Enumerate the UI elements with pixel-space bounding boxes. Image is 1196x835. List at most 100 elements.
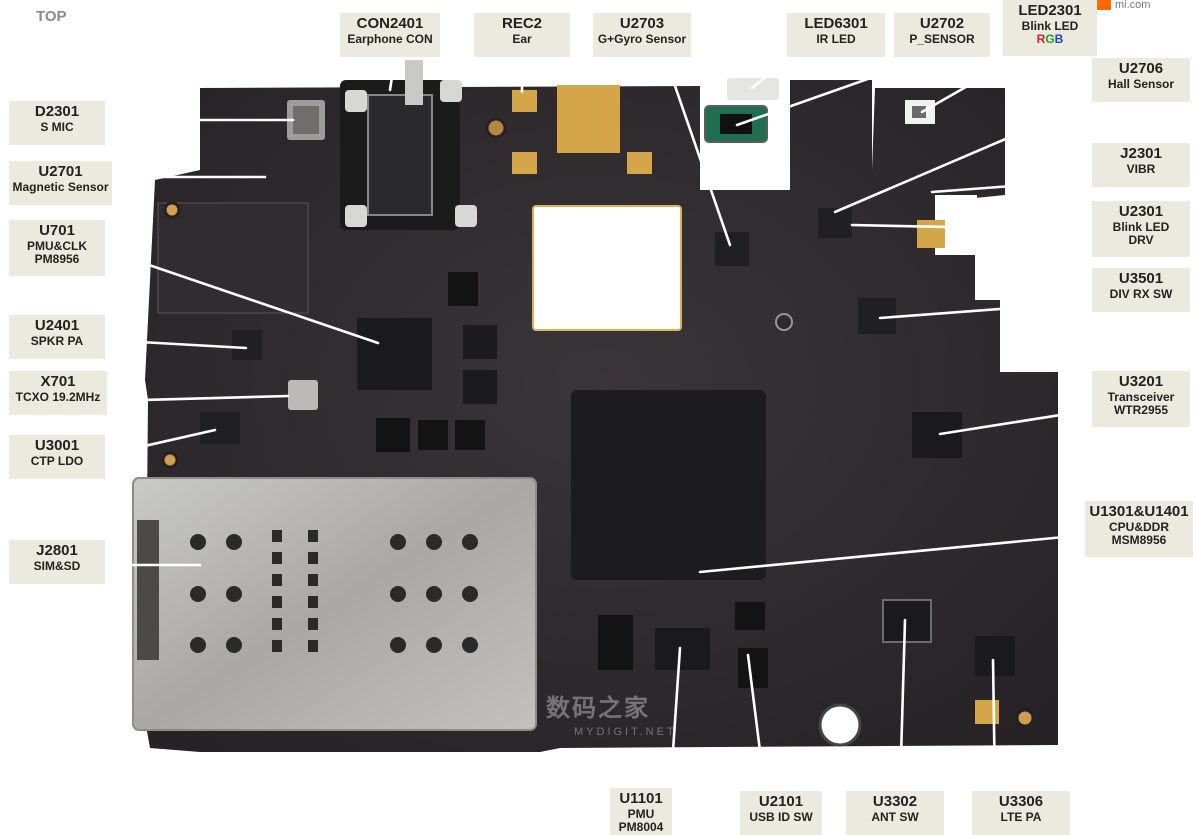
- sim-contact: [226, 586, 242, 602]
- label-ref: D2301: [34, 103, 80, 120]
- leader-u701: [103, 248, 380, 345]
- sim-sd-shield: [132, 477, 537, 731]
- label-desc: PMU: [627, 806, 655, 821]
- rgb-letter: G: [1045, 32, 1055, 47]
- sim-contact: [226, 534, 242, 550]
- label-desc: SPKR PA: [30, 333, 84, 348]
- label-ref: U2703: [619, 15, 665, 32]
- label-desc: DRV: [1128, 233, 1154, 248]
- label-desc: Earphone CON: [347, 31, 433, 46]
- label-ref: U2702: [919, 15, 965, 32]
- board-cutout: [532, 205, 682, 331]
- sim-contact: [426, 637, 442, 653]
- sim-contact: [190, 637, 206, 653]
- sim-pin: [308, 552, 318, 564]
- board-side-label: TOP: [36, 8, 67, 25]
- brand-logo: [1097, 0, 1111, 10]
- rgb-letter: B: [1054, 32, 1064, 47]
- watermark-site: MYDIGIT.NET: [574, 726, 677, 738]
- sim-contact: [426, 586, 442, 602]
- leader-u2702: [735, 55, 932, 127]
- sim-contact: [390, 534, 406, 550]
- label-ref: REC2: [501, 15, 542, 32]
- leader-led6301: [750, 55, 792, 90]
- sim-contact: [426, 534, 442, 550]
- leader-u2706: [833, 100, 1094, 214]
- label-ref: U3302: [872, 793, 918, 810]
- sim-pin: [272, 618, 282, 630]
- rgb-letters: RGB: [1003, 33, 1097, 46]
- leader-u3201: [938, 408, 1094, 436]
- label-desc: DIV RX SW: [1109, 286, 1173, 301]
- label-desc: LTE PA: [1000, 809, 1042, 824]
- label-ref: U2101: [758, 793, 804, 810]
- sim-pin: [272, 530, 282, 542]
- sim-contact: [462, 637, 478, 653]
- label-desc: VIBR: [1126, 161, 1156, 176]
- label-ref: U701: [39, 222, 75, 239]
- label-ref: U2301: [1118, 203, 1164, 220]
- sim-pin: [308, 640, 318, 652]
- leader-u3302: [898, 618, 907, 793]
- sim-contact: [462, 586, 478, 602]
- sim-pin: [308, 618, 318, 630]
- label-ref: U3501: [1118, 270, 1164, 287]
- label-desc: PMU&CLK: [27, 238, 87, 253]
- brand-site: mi.com: [1115, 0, 1151, 11]
- leader-u3501: [878, 300, 1094, 320]
- label-desc: Blink LED: [1021, 18, 1079, 33]
- label-desc: G+Gyro Sensor: [597, 31, 687, 46]
- leader-con2401: [388, 55, 397, 92]
- label-desc: Blink LED: [1112, 219, 1170, 234]
- rgb-letter: R: [1036, 32, 1046, 47]
- label-ref: U3001: [34, 437, 80, 454]
- leader-u3306: [991, 658, 997, 793]
- sim-pin: [308, 596, 318, 608]
- sim-contact: [190, 534, 206, 550]
- label-desc: Ear: [512, 31, 532, 46]
- leader-u1101: [668, 646, 682, 797]
- label-ref: U2706: [1118, 60, 1164, 77]
- leader-u2401: [103, 338, 248, 350]
- label-ref: LED6301: [804, 15, 868, 32]
- label-ref: J2301: [1120, 145, 1162, 162]
- leader-led2301: [920, 54, 1022, 114]
- leader-u1301: [698, 533, 1087, 574]
- label-desc: Hall Sensor: [1107, 76, 1175, 91]
- label-desc: Magnetic Sensor: [12, 179, 109, 194]
- sim-pin: [308, 574, 318, 586]
- leader-x701: [105, 394, 290, 403]
- label-ref: U3201: [1118, 373, 1164, 390]
- label-desc: IR LED: [816, 31, 856, 46]
- label-ref: U1101: [619, 790, 663, 807]
- label-ref: U1301&U1401: [1089, 503, 1189, 520]
- sim-pin: [272, 640, 282, 652]
- label-ref: J2801: [36, 542, 78, 559]
- leader-j2301: [930, 178, 1094, 194]
- label-ref: CON2401: [356, 15, 424, 32]
- label-desc: S MIC: [40, 119, 74, 134]
- leader-u3001: [103, 428, 217, 457]
- label-ref: U2401: [34, 317, 80, 334]
- sim-pin: [272, 596, 282, 608]
